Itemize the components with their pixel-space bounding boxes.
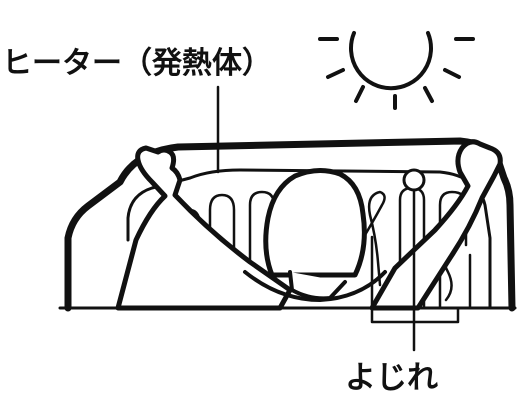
twist-leader-lines [370,188,460,352]
person-shoulders [243,270,387,302]
right-arm [369,139,503,311]
twist-label: よじれ [345,360,438,396]
left-arm [115,145,293,311]
twist-callout-circle [402,168,426,192]
person-head [263,168,367,278]
twisted-wire [360,190,386,287]
sun-icon [318,31,475,110]
heater-label: ヒーター（発熱体） [2,46,272,81]
futon-outline [64,137,516,312]
